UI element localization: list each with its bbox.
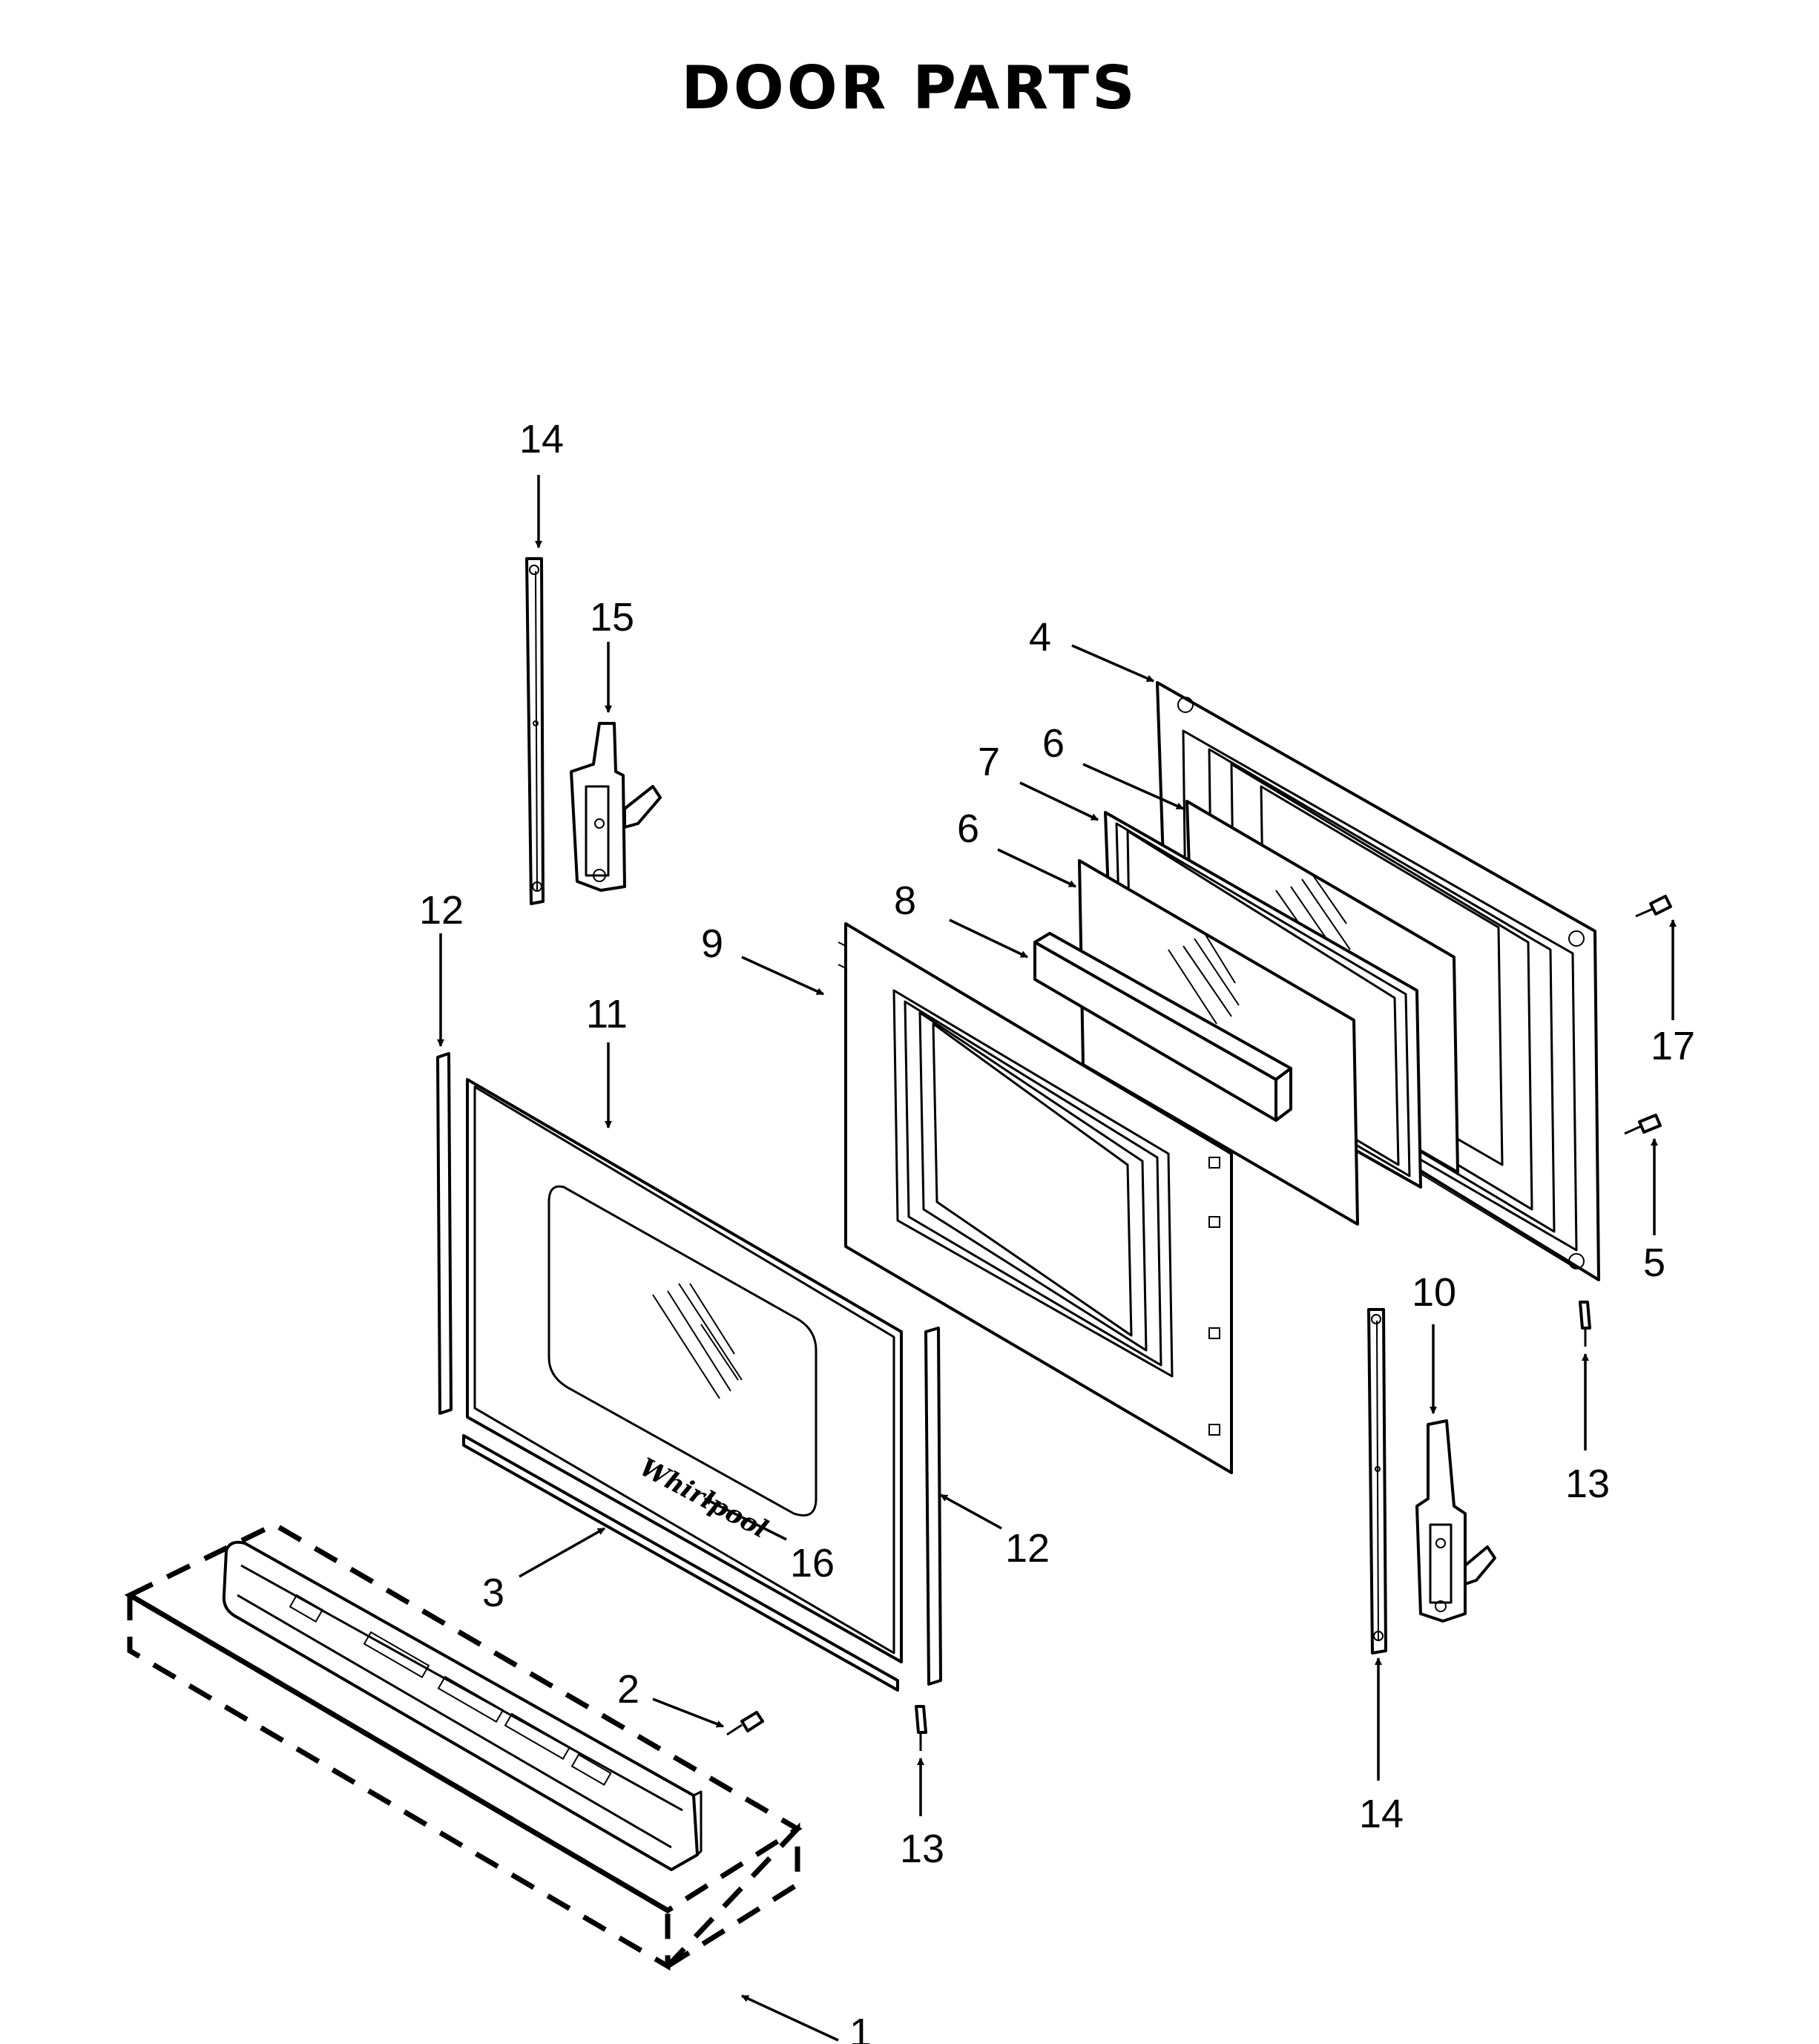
callout-16: 16 — [790, 1541, 835, 1585]
callout-1: 1 — [849, 2011, 872, 2044]
hinge-left — [570, 722, 662, 892]
callout-4: 4 — [1029, 615, 1051, 660]
screw-2 — [726, 1711, 764, 1736]
callout-3: 3 — [482, 1571, 504, 1615]
screw-13-right — [1579, 1301, 1591, 1347]
callout-7: 7 — [978, 740, 1000, 784]
screw-17 — [1635, 895, 1672, 918]
callout-14-bottom: 14 — [1359, 1792, 1404, 1836]
side-trim-right — [924, 1327, 942, 1686]
bottom-trim-strip — [462, 1434, 899, 1692]
hinge-right — [1415, 1419, 1496, 1623]
diagram-title: DOOR PARTS — [681, 53, 1138, 122]
callout-13-bottom: 13 — [900, 1827, 944, 1871]
callout-2: 2 — [617, 1667, 639, 1712]
callout-8: 8 — [894, 878, 916, 923]
callout-6-back: 6 — [1042, 721, 1065, 766]
hinge-receiver-right — [1367, 1308, 1387, 1654]
callout-9: 9 — [701, 921, 723, 966]
screw-5 — [1624, 1114, 1662, 1135]
callout-13-right: 13 — [1565, 1462, 1610, 1506]
screw-13-bottom — [915, 1705, 927, 1751]
insulation-block — [1033, 932, 1292, 1122]
side-trim-left — [436, 1052, 453, 1415]
callout-10: 10 — [1412, 1270, 1456, 1315]
callout-6-front: 6 — [957, 806, 979, 851]
door-inner-frame — [838, 922, 1233, 1474]
leader-lines — [437, 475, 1677, 2042]
door-handle — [124, 1522, 803, 1971]
callout-labels: 14 15 4 6 7 6 8 9 11 12 12 16 3 2 13 1 1… — [419, 417, 1695, 2044]
callout-11: 11 — [586, 992, 628, 1036]
outer-door-panel: Whirlpool — [466, 1078, 903, 1663]
callout-12-left: 12 — [419, 888, 464, 933]
callout-14-top: 14 — [519, 417, 564, 461]
callout-15: 15 — [590, 595, 634, 640]
callout-17: 17 — [1651, 1024, 1695, 1068]
hinge-receiver-left — [525, 557, 545, 905]
callout-12-right: 12 — [1005, 1526, 1050, 1571]
callout-5: 5 — [1643, 1240, 1665, 1285]
